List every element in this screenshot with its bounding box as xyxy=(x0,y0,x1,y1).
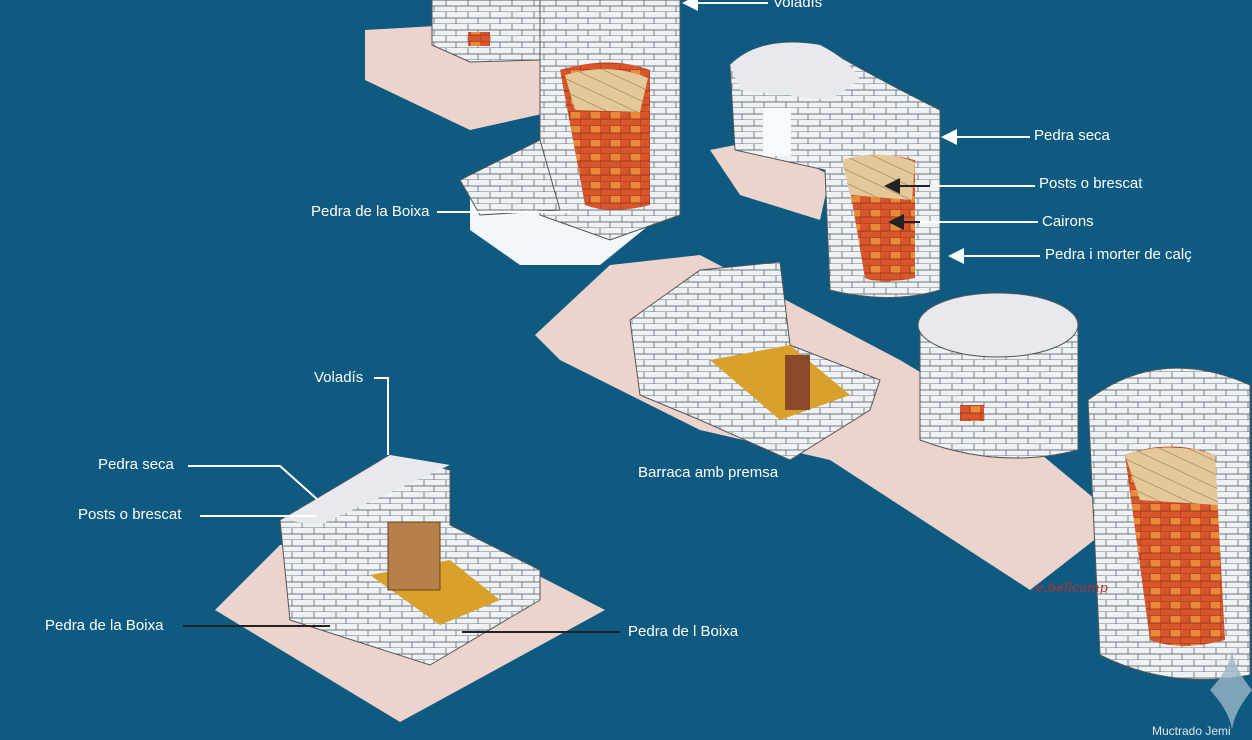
barraca-scene xyxy=(215,454,605,722)
label-left-posts: Posts o brescat xyxy=(78,506,182,523)
right-tower-building xyxy=(710,42,941,298)
label-right-pedra-morter: Pedra i morter de calç xyxy=(1045,246,1192,263)
label-right-cairons: Cairons xyxy=(1042,213,1094,230)
sparkle-icon xyxy=(1210,650,1252,730)
label-right-pedra-seca: Pedra seca xyxy=(1034,127,1110,144)
label-top-pedra-boixa: Pedra de la Boixa xyxy=(311,203,430,220)
top-tower-building xyxy=(365,0,681,265)
label-left-voladis: Voladís xyxy=(314,369,364,386)
label-left-pedra-seca: Pedra seca xyxy=(98,456,174,473)
label-right-posts: Posts o brescat xyxy=(1039,175,1143,192)
label-bottom-pedra-boixa: Pedra de l Boixa xyxy=(628,623,739,640)
barraca-amb-premsa-scene xyxy=(535,255,1252,730)
leader-lines xyxy=(183,0,1040,633)
label-top-voladis: Voladís xyxy=(773,0,823,11)
watermark: Muctrado Jemi xyxy=(1152,724,1231,738)
label-left-pedra-boixa: Pedra de la Boixa xyxy=(45,617,164,634)
label-barraca-premsa: Barraca amb premsa xyxy=(638,464,779,481)
artist-signature: e.bellcamp xyxy=(1036,581,1108,596)
